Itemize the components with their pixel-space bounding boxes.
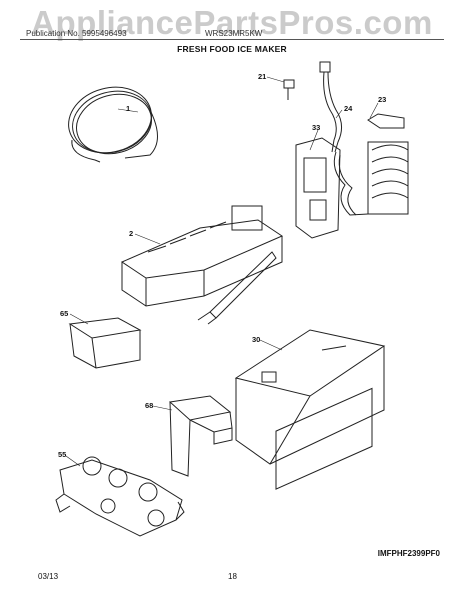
leader-33: [310, 130, 318, 150]
ice-maker-part-2[interactable]: [122, 206, 282, 324]
callout-68: 68: [145, 401, 154, 410]
leader-65: [70, 314, 88, 324]
page-title: FRESH FOOD ICE MAKER: [177, 44, 287, 54]
model-number: WRS23MR5KW: [205, 29, 263, 38]
callout-30: 30: [252, 335, 261, 344]
thermostat-part-21[interactable]: [284, 80, 294, 100]
leader-24: [336, 110, 342, 118]
callout-55: 55: [58, 450, 67, 459]
cover-part-65[interactable]: [70, 318, 140, 368]
callout-24: 24: [344, 104, 353, 113]
leader-23: [370, 103, 378, 118]
bucket-part-30[interactable]: [236, 330, 384, 489]
watermark-logo: AppliancePartsPros.com: [31, 4, 433, 41]
publication-number: Publication No. 5995496493: [26, 29, 127, 38]
leader-55: [66, 456, 80, 466]
callout-21: 21: [258, 72, 267, 81]
callout-65: 65: [60, 309, 69, 318]
bracket-part-33[interactable]: [296, 138, 340, 238]
image-code: IMFPHF2399PF0: [377, 549, 440, 558]
callout-33: 33: [312, 123, 321, 132]
leader-68: [153, 406, 172, 410]
leader-2: [135, 234, 160, 244]
footer-page-number: 18: [228, 572, 237, 581]
header-rule: [20, 39, 444, 40]
callout-2: 2: [129, 229, 134, 238]
callout-1: 1: [126, 104, 131, 113]
harness-part-24[interactable]: [320, 62, 342, 152]
leader-30: [260, 340, 282, 350]
heater-part-23[interactable]: [334, 114, 408, 215]
callout-23: 23: [378, 95, 387, 104]
footer-date: 03/13: [38, 572, 59, 581]
valve-part-55[interactable]: [56, 457, 184, 536]
leader-21: [267, 77, 284, 82]
leader-1: [118, 109, 138, 112]
tubing-part-1[interactable]: [61, 78, 159, 162]
housing-part-68[interactable]: [170, 396, 232, 476]
